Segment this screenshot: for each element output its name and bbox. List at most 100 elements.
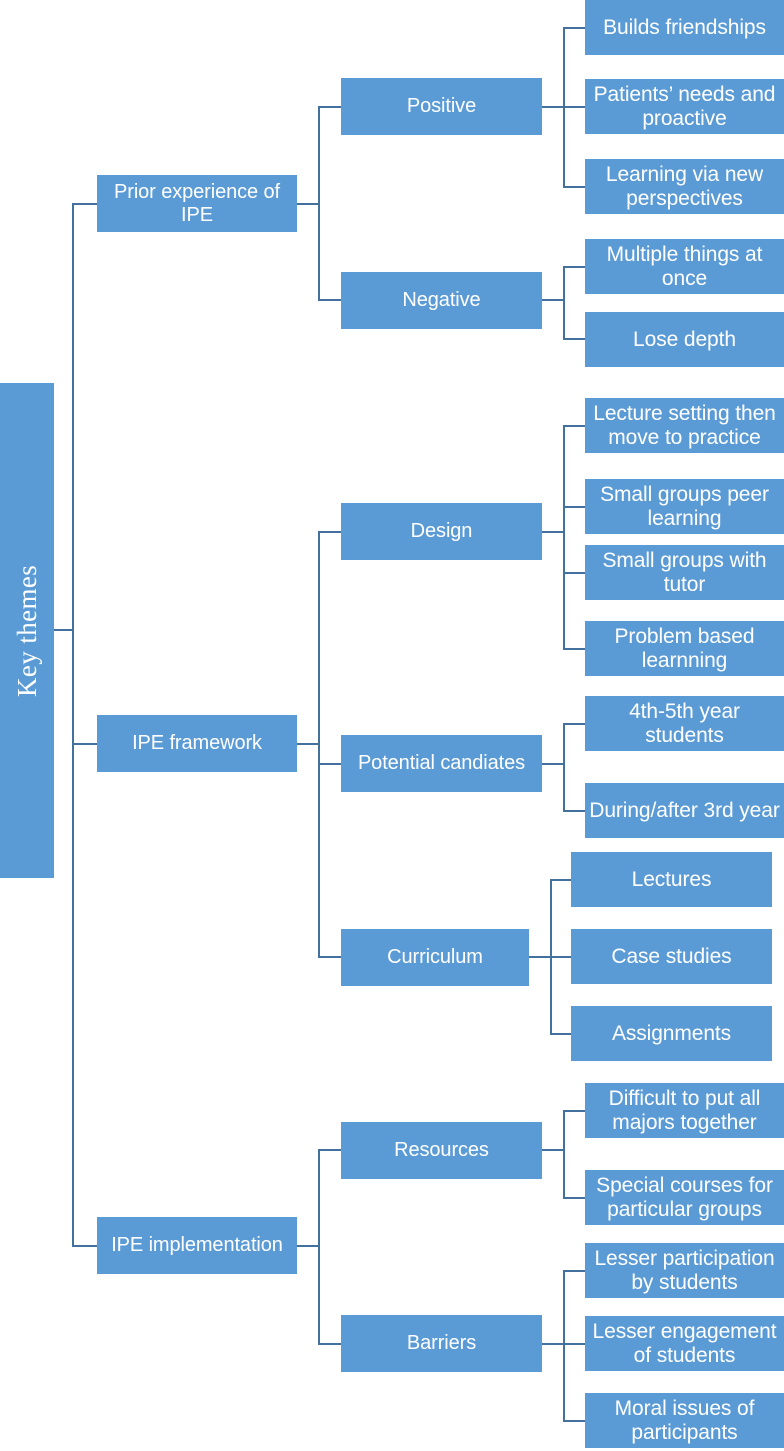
branch-node-label: IPE framework: [132, 732, 262, 755]
leaf-node-learning-via-new-perspectives: Learning via new perspectives: [585, 159, 784, 214]
sub-node-label: Resources: [394, 1139, 489, 1162]
leaf-node-label: Small groups peer learning: [600, 482, 769, 530]
leaf-node-label: 4th-5th year students: [629, 699, 740, 747]
connector-spine-to-branch-ipe-framework: [72, 743, 99, 745]
connector-to-lose-depth: [563, 338, 587, 340]
leaf-node-difficult-to-put-all-majors-together: Difficult to put all majors together: [585, 1083, 784, 1138]
leaf-node-lectures: Lectures: [571, 852, 772, 907]
leaf-node-label: Lecture setting then move to practice: [593, 401, 776, 449]
sub-node-label: Negative: [402, 289, 481, 312]
leaf-node-label: Learning via new perspectives: [605, 162, 764, 210]
connector-to-resources: [318, 1149, 342, 1151]
connector-ipe-implementation-spine: [318, 1149, 320, 1345]
connector-prior-experience-out: [297, 203, 319, 205]
connector-design-out: [542, 531, 564, 533]
leaf-node-small-groups-with-tutor: Small groups with tutor: [585, 545, 784, 600]
leaf-node-label: Lectures: [631, 867, 712, 891]
connector-to-lesser-participation-by-students: [563, 1270, 587, 1272]
connector-curriculum-out: [529, 956, 551, 958]
connector-ipe-framework-out: [297, 743, 319, 745]
connector-to-4th-5th-year-students: [563, 723, 587, 725]
connector-ipe-implementation-out: [297, 1245, 319, 1247]
connector-barriers-spine: [563, 1270, 565, 1422]
leaf-node-label: Builds friendships: [603, 15, 766, 39]
connector-design-spine: [563, 425, 565, 650]
sub-node-label: Barriers: [406, 1332, 477, 1355]
branch-node-ipe-implementation: IPE implementation: [97, 1217, 297, 1274]
connector-barriers-out: [542, 1343, 564, 1345]
sub-node-design: Design: [341, 503, 542, 560]
sub-node-potential-candiates: Potential candiates: [341, 735, 542, 792]
leaf-node-case-studies: Case studies: [571, 929, 772, 984]
connector-resources-spine: [563, 1110, 565, 1199]
leaf-node-special-courses-for-particular-groups: Special courses for particular groups: [585, 1170, 784, 1225]
sub-node-label: Curriculum: [387, 946, 483, 969]
leaf-node-builds-friendships: Builds friendships: [585, 0, 784, 55]
connector-to-special-courses-for-particular-groups: [563, 1197, 587, 1199]
sub-node-label: Design: [410, 520, 473, 543]
leaf-node-during-after-3rd-year: During/after 3rd year: [585, 783, 784, 838]
connector-to-potential-candidates: [318, 763, 342, 765]
leaf-node-label: During/after 3rd year: [589, 798, 780, 822]
connector-to-small-groups-with-tutor: [563, 572, 587, 574]
leaf-node-lose-depth: Lose depth: [585, 312, 784, 367]
leaf-node-label: Difficult to put all majors together: [608, 1086, 761, 1134]
leaf-node-label: Problem based learnning: [614, 624, 755, 672]
leaf-node-label: Moral issues of participants: [614, 1396, 755, 1444]
leaf-node-small-groups-peer-learning: Small groups peer learning: [585, 479, 784, 534]
leaf-node-label: Case studies: [611, 944, 732, 968]
leaf-node-lesser-participation-by-students: Lesser participation by students: [585, 1243, 784, 1298]
leaf-node-label: Lose depth: [633, 327, 736, 351]
connector-negative-spine: [563, 266, 565, 340]
leaf-node-problem-based-learnning: Problem based learnning: [585, 621, 784, 676]
connector-spine-to-branch-ipe-implementation: [72, 1245, 99, 1247]
branch-node-label: Prior experience of IPE: [114, 181, 280, 226]
connector-to-curriculum: [318, 956, 342, 958]
connector-negative-out: [542, 299, 564, 301]
leaf-node-label: Lesser participation by students: [594, 1246, 775, 1294]
connector-prior-experience-spine: [318, 106, 320, 301]
connector-root-to-spine: [54, 629, 74, 631]
leaf-node-label: Multiple things at once: [606, 242, 763, 290]
branch-node-label: IPE implementation: [111, 1234, 283, 1257]
leaf-node-label: Small groups with tutor: [602, 548, 767, 596]
connector-to-builds-friendships: [563, 27, 587, 29]
leaf-node-lesser-engagement-of-students: Lesser engagement of students: [585, 1316, 784, 1371]
sub-node-label: Potential candiates: [357, 752, 526, 775]
root-node-key-themes: Key themes: [0, 383, 54, 878]
connector-to-assignments: [550, 1033, 574, 1035]
connector-ipe-framework-spine: [318, 531, 320, 958]
connector-to-design: [318, 531, 342, 533]
connector-to-negative: [318, 299, 342, 301]
connector-to-during-after-3rd-year: [563, 810, 587, 812]
sub-node-negative: Negative: [341, 272, 542, 329]
leaf-node-label: Assignments: [611, 1021, 732, 1045]
connector-to-problem-based-learning: [563, 648, 587, 650]
branch-node-ipe-framework: IPE framework: [97, 715, 297, 772]
leaf-node-moral-issues-of-participants: Moral issues of participants: [585, 1393, 784, 1448]
sub-node-resources: Resources: [341, 1122, 542, 1179]
connector-to-case-studies: [550, 956, 574, 958]
connector-to-lesser-engagement-of-students: [563, 1343, 587, 1345]
connector-root-trunk: [72, 203, 74, 1245]
connector-resources-out: [542, 1149, 564, 1151]
connector-to-multiple-things-at-once: [563, 266, 587, 268]
connector-to-difficult-to-put-all-majors-together: [563, 1110, 587, 1112]
connector-to-barriers: [318, 1343, 342, 1345]
sub-node-curriculum: Curriculum: [341, 929, 529, 986]
connector-to-patients-needs: [563, 106, 587, 108]
connector-to-lectures: [550, 879, 574, 881]
connector-potential-candidates-spine: [563, 723, 565, 812]
connector-to-moral-issues-of-participants: [563, 1420, 587, 1422]
connector-to-small-groups-peer-learning: [563, 506, 587, 508]
sub-node-positive: Positive: [341, 78, 542, 135]
sub-node-barriers: Barriers: [341, 1315, 542, 1372]
leaf-node-label: Patients’ needs and proactive: [593, 82, 776, 130]
leaf-node-assignments: Assignments: [571, 1006, 772, 1061]
leaf-node-label: Special courses for particular groups: [596, 1173, 773, 1221]
connector-to-positive: [318, 106, 342, 108]
connector-spine-to-branch-prior-experience: [72, 203, 99, 205]
root-node-label: Key themes: [11, 564, 42, 697]
connector-to-learning-via-new-perspectives: [563, 186, 587, 188]
